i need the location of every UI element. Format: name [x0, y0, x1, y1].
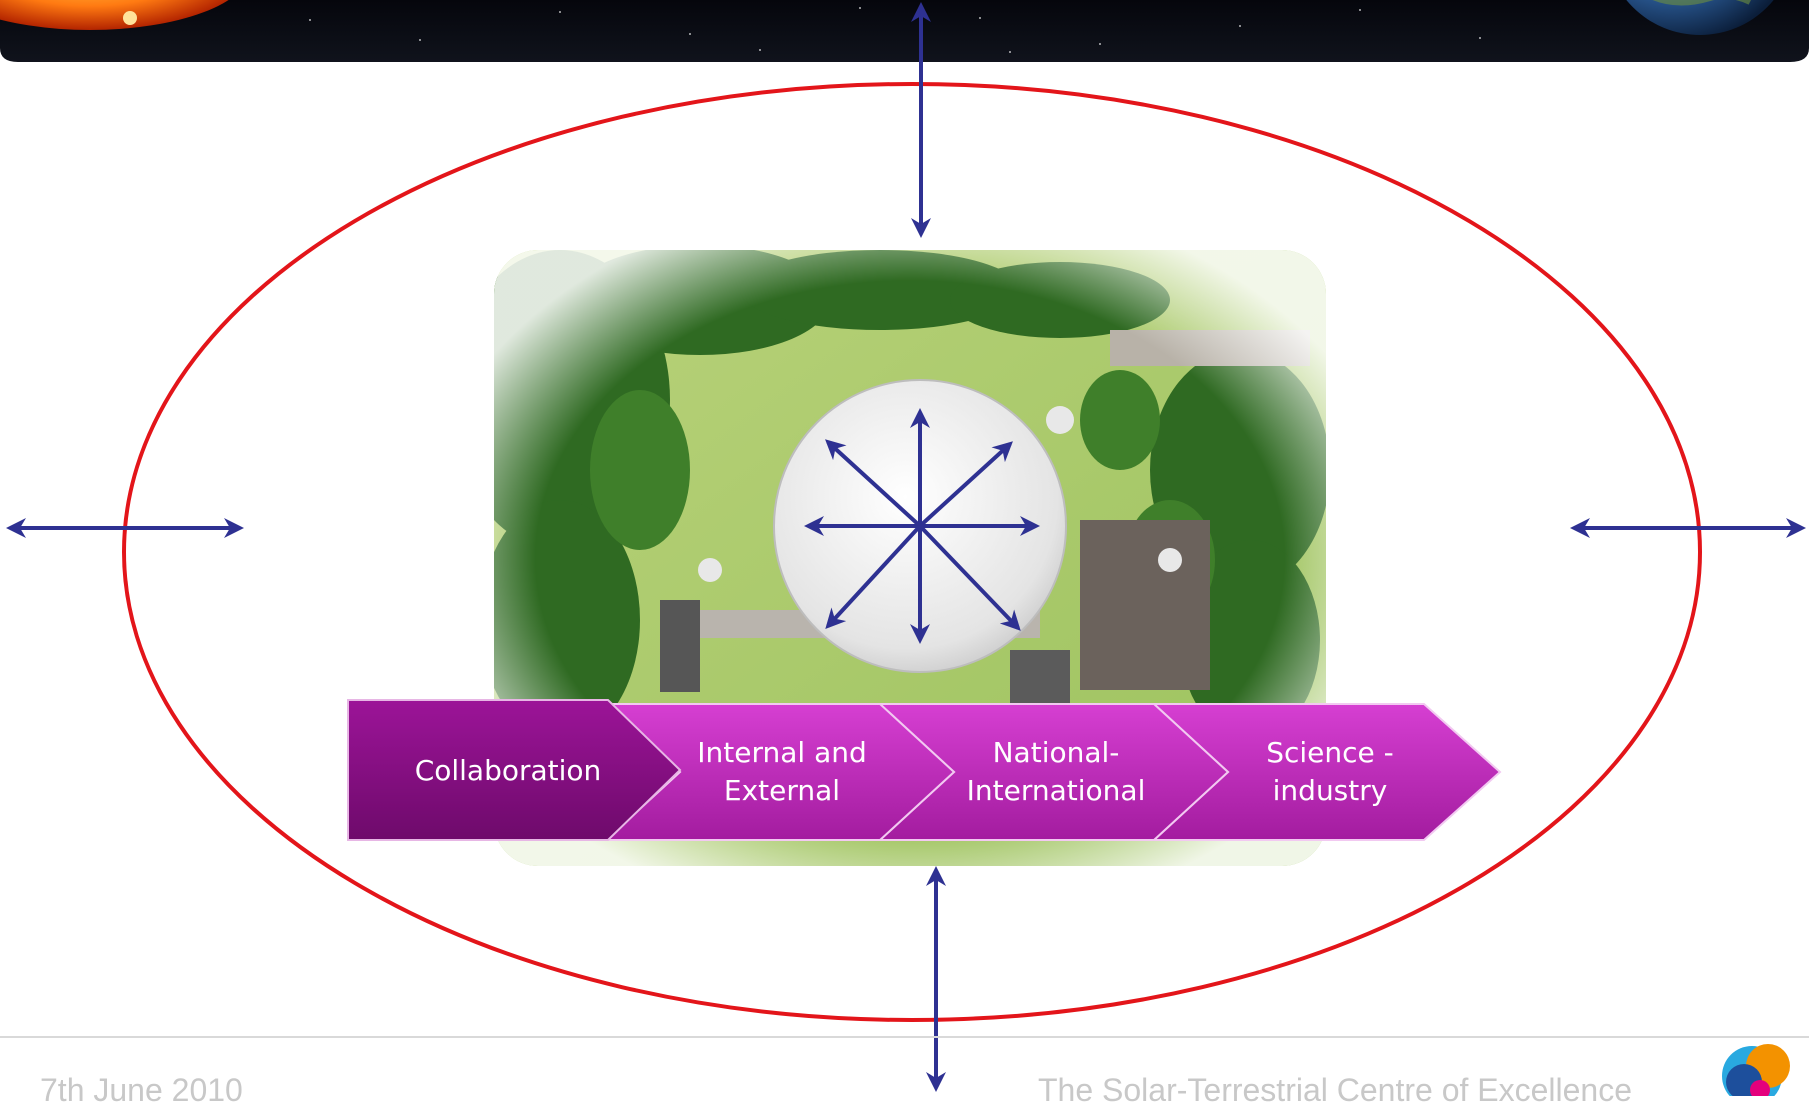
chevron-step-1 — [347, 699, 682, 841]
multidirectional-arrows-icon — [804, 408, 1040, 644]
stce-logo-icon — [1722, 1044, 1790, 1096]
chevron-4-label-line2: industry — [1273, 774, 1388, 807]
chevron-3-label-line1: National- — [993, 736, 1120, 769]
chevron-3-label-line2: International — [967, 774, 1146, 807]
chevron-1-label: Collaboration — [415, 754, 602, 787]
footer-date: 7th June 2010 — [40, 1072, 243, 1108]
chevron-4-label-line1: Science - — [1266, 736, 1394, 769]
earth-icon — [1626, 0, 1774, 35]
chevron-process-bar: Collaboration Internal and External Nati… — [347, 699, 1502, 841]
chevron-2-label-line1: Internal and — [697, 736, 867, 769]
sun-icon — [0, 0, 229, 30]
chevron-2-label-line2: External — [724, 774, 840, 807]
chevron-step-2 — [603, 703, 956, 841]
footer-title: The Solar-Terrestrial Centre of Excellen… — [1038, 1072, 1633, 1108]
footer-divider — [0, 1036, 1809, 1038]
header-banner — [0, 0, 1809, 62]
